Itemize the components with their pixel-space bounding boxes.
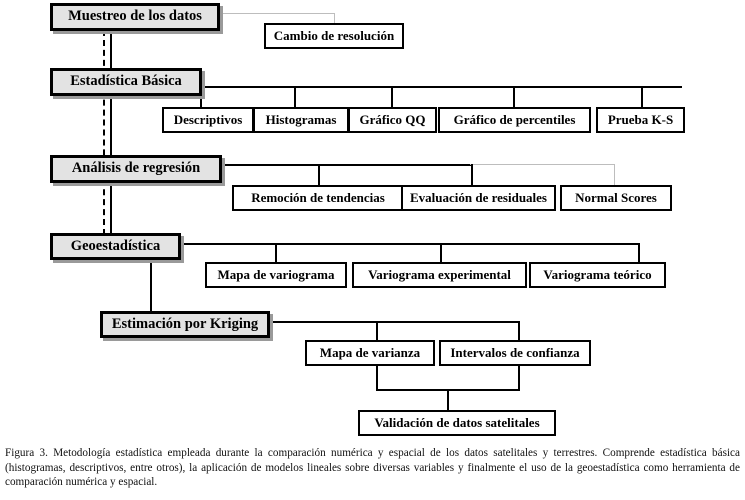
drop-evaluacion-residuales xyxy=(471,164,473,186)
bus-geoestadistica xyxy=(181,243,640,245)
leaf-evaluacion-residuales[interactable]: Evaluación de residuales xyxy=(401,185,556,211)
spine-regresion-geoestadistica xyxy=(110,182,112,234)
connector-muestreo-cambio xyxy=(334,13,335,24)
drop-prueba-ks xyxy=(641,86,643,108)
leaf-variograma-experimental-label: Variograma experimental xyxy=(368,267,511,283)
leaf-mapa-variograma[interactable]: Mapa de variograma xyxy=(205,262,347,288)
drop-normal-scores xyxy=(614,164,615,186)
stage-analisis-regresion-label: Análisis de regresión xyxy=(71,160,201,177)
leaf-validacion-datos-satelitales[interactable]: Validación de datos satelitales xyxy=(358,410,556,436)
stage-geoestadistica[interactable]: Geoestadística xyxy=(50,233,181,260)
leaf-prueba-ks-label: Prueba K-S xyxy=(607,112,674,128)
leaf-remocion-tendencias-label: Remoción de tendencias xyxy=(251,190,385,206)
bus-estadistica xyxy=(202,86,682,88)
riser-mapa-varianza xyxy=(376,366,378,390)
stage-geoestadistica-label: Geoestadística xyxy=(70,237,161,254)
connector-geoestadistica-kriging xyxy=(150,259,152,312)
leaf-normal-scores[interactable]: Normal Scores xyxy=(560,185,672,211)
drop-grafico-percentiles xyxy=(513,86,515,108)
drop-descriptivos xyxy=(200,86,202,108)
drop-mapa-variograma xyxy=(275,243,277,263)
leaf-remocion-tendencias[interactable]: Remoción de tendencias xyxy=(232,185,404,211)
leaf-mapa-varianza-label: Mapa de varianza xyxy=(319,345,421,361)
spine-estadistica-regresion xyxy=(110,95,112,155)
leaf-variograma-experimental[interactable]: Variograma experimental xyxy=(352,262,527,288)
figure-caption: Figura 3. Metodología estadística emplea… xyxy=(5,447,740,489)
dashed-spine xyxy=(103,30,105,235)
drop-validacion xyxy=(447,389,449,411)
leaf-variograma-teorico[interactable]: Variograma teórico xyxy=(529,262,666,288)
leaf-intervalos-confianza[interactable]: Intervalos de confianza xyxy=(439,340,591,366)
drop-mapa-varianza xyxy=(376,321,378,341)
bus-kriging xyxy=(270,321,520,323)
leaf-evaluacion-residuales-label: Evaluación de residuales xyxy=(409,190,547,206)
stage-estadistica-basica[interactable]: Estadística Básica xyxy=(50,68,202,96)
leaf-prueba-ks[interactable]: Prueba K-S xyxy=(596,107,685,133)
leaf-intervalos-confianza-label: Intervalos de confianza xyxy=(450,345,580,361)
leaf-normal-scores-label: Normal Scores xyxy=(575,190,657,206)
drop-variograma-experimental xyxy=(440,243,442,263)
leaf-cambio-resolucion[interactable]: Cambio de resolución xyxy=(264,23,404,49)
stage-estadistica-basica-label: Estadística Básica xyxy=(70,73,182,90)
drop-intervalos-confianza xyxy=(518,321,520,341)
leaf-grafico-percentiles[interactable]: Gráfico de percentiles xyxy=(438,107,591,133)
spine-muestreo-estadistica xyxy=(110,30,112,69)
leaf-descriptivos-label: Descriptivos xyxy=(173,112,243,128)
leaf-grafico-qq[interactable]: Gráfico QQ xyxy=(348,107,437,133)
leaf-mapa-variograma-label: Mapa de variograma xyxy=(217,267,335,283)
connector-muestreo-bus xyxy=(220,13,335,14)
stage-estimacion-kriging[interactable]: Estimación por Kriging xyxy=(100,311,270,338)
stage-estimacion-kriging-label: Estimación por Kriging xyxy=(111,315,259,332)
leaf-histogramas-label: Histogramas xyxy=(265,112,337,128)
drop-variograma-teorico xyxy=(638,243,640,263)
leaf-histogramas[interactable]: Histogramas xyxy=(253,107,349,133)
drop-remocion-tendencias xyxy=(318,164,320,186)
bus-regresion-faint xyxy=(470,164,615,165)
stage-muestreo[interactable]: Muestreo de los datos xyxy=(50,3,220,31)
leaf-mapa-varianza[interactable]: Mapa de varianza xyxy=(305,340,435,366)
leaf-descriptivos[interactable]: Descriptivos xyxy=(162,107,254,133)
leaf-variograma-teorico-label: Variograma teórico xyxy=(543,267,652,283)
drop-histogramas xyxy=(294,86,296,108)
leaf-cambio-resolucion-label: Cambio de resolución xyxy=(273,28,395,44)
stage-analisis-regresion[interactable]: Análisis de regresión xyxy=(50,155,222,183)
stage-muestreo-label: Muestreo de los datos xyxy=(68,8,202,25)
leaf-grafico-qq-label: Gráfico QQ xyxy=(359,112,426,128)
leaf-validacion-datos-satelitales-label: Validación de datos satelitales xyxy=(374,415,540,431)
bus-regresion xyxy=(222,164,472,166)
drop-grafico-qq xyxy=(391,86,393,108)
leaf-grafico-percentiles-label: Gráfico de percentiles xyxy=(453,112,576,128)
riser-intervalos-confianza xyxy=(518,366,520,390)
